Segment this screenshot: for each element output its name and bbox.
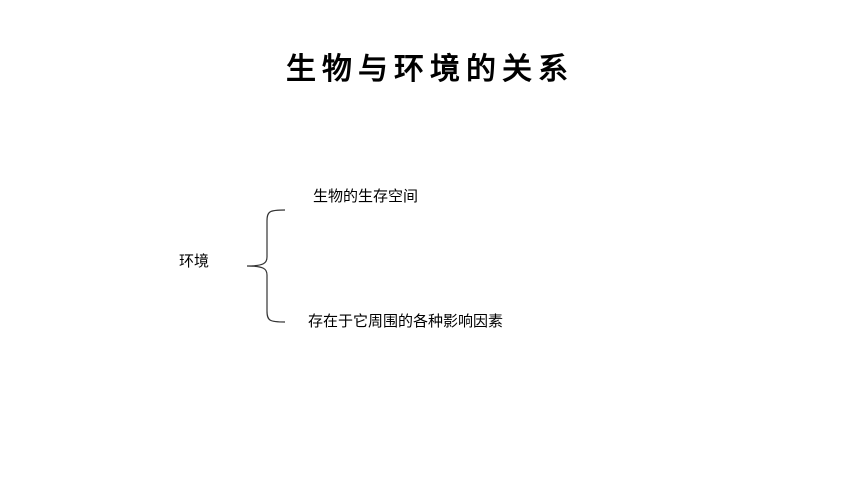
branch-label-top: 生物的生存空间 [313, 187, 419, 205]
root-node-label: 环境 [179, 252, 210, 270]
slide-title: 生物与环境的关系 [286, 52, 574, 87]
curly-brace-connector [246, 209, 286, 323]
branch-label-bottom: 存在于它周围的各种影响因素 [308, 312, 504, 330]
brace-path [246, 209, 286, 323]
